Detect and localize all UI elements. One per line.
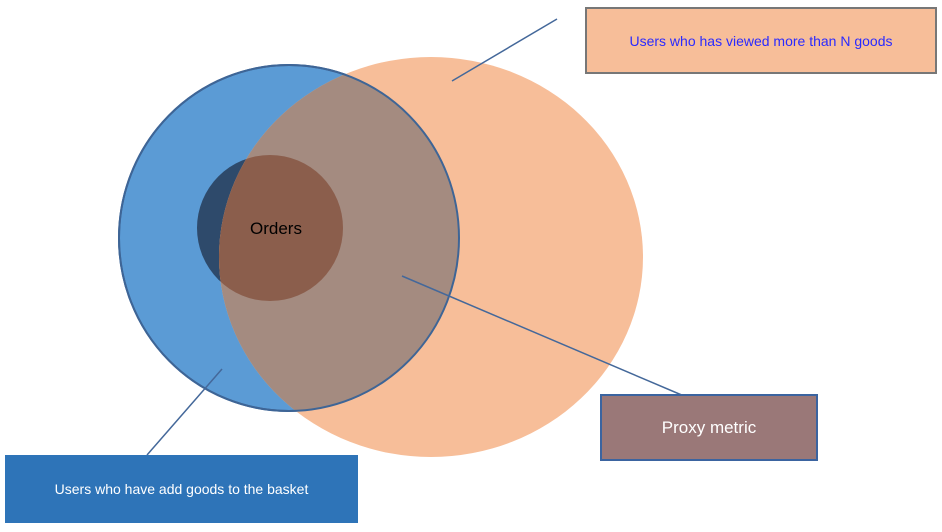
orders-viewed-overlap: [219, 155, 343, 301]
viewed-set-label-box: Users who has viewed more than N goods: [585, 7, 937, 74]
basket-set-label: Users who have add goods to the basket: [54, 481, 309, 497]
basket-set-outline: [118, 64, 460, 412]
callout-line-viewed: [451, 18, 558, 82]
viewed-set-label: Users who has viewed more than N goods: [629, 32, 893, 49]
basket-set-label-box: Users who have add goods to the basket: [5, 455, 358, 523]
proxy-metric-label: Proxy metric: [661, 417, 757, 437]
orders-label: Orders: [250, 219, 302, 238]
proxy-metric-label-box: Proxy metric: [600, 394, 818, 461]
callout-line-proxy: [401, 275, 685, 397]
callout-line-basket: [146, 368, 223, 456]
